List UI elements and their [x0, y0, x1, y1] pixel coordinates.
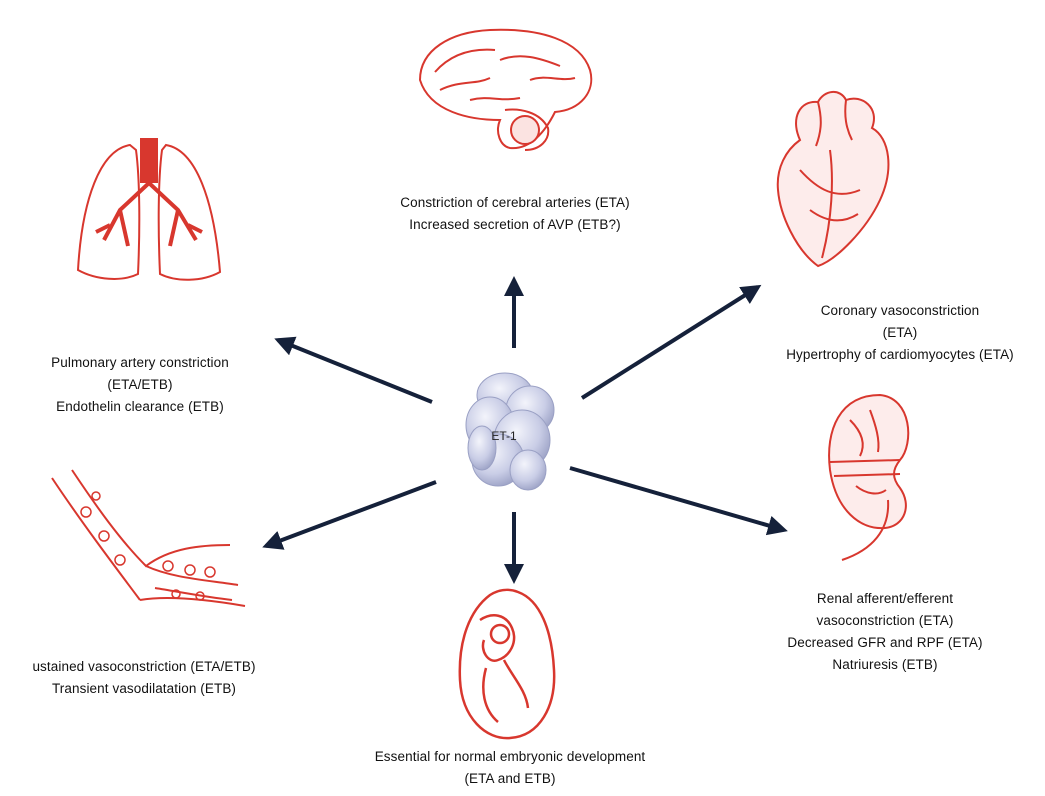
label-heart: Coronary vasoconstriction (ETA) Hypertro… — [770, 300, 1030, 366]
label-lungs: Pulmonary artery constriction (ETA/ETB) … — [10, 352, 270, 418]
label-lungs-line-3: Endothelin clearance (ETB) — [10, 396, 270, 418]
label-kidney-line-1: Renal afferent/efferent — [760, 588, 1010, 610]
arrow-to-heart — [582, 287, 758, 398]
label-lungs-line-1: Pulmonary artery constriction — [10, 352, 270, 374]
label-vessels-line-1: ustained vasoconstriction (ETA/ETB) — [4, 656, 284, 678]
arrow-to-kidney — [570, 468, 784, 530]
label-vessels: ustained vasoconstriction (ETA/ETB) Tran… — [4, 656, 284, 700]
label-heart-line-1: Coronary vasoconstriction — [770, 300, 1030, 322]
label-heart-line-2: (ETA) — [770, 322, 1030, 344]
heart-illustration — [778, 92, 889, 266]
label-embryo-line-1: Essential for normal embryonic developme… — [320, 746, 700, 768]
label-kidney-line-4: Natriuresis (ETB) — [760, 654, 1010, 676]
label-kidney: Renal afferent/efferent vasoconstriction… — [760, 588, 1010, 676]
label-brain-line-2: Increased secretion of AVP (ETB?) — [340, 214, 690, 236]
kidney-illustration — [829, 395, 908, 560]
label-kidney-line-3: Decreased GFR and RPF (ETA) — [760, 632, 1010, 654]
lungs-illustration — [78, 138, 220, 280]
label-vessels-line-2: Transient vasodilatation (ETB) — [4, 678, 284, 700]
et1-label: ET-1 — [491, 429, 517, 443]
label-heart-line-3: Hypertrophy of cardiomyocytes (ETA) — [770, 344, 1030, 366]
label-brain-line-1: Constriction of cerebral arteries (ETA) — [340, 192, 690, 214]
label-embryo-line-2: (ETA and ETB) — [320, 768, 700, 790]
arrow-to-lungs — [278, 340, 432, 402]
label-lungs-line-2: (ETA/ETB) — [10, 374, 270, 396]
vessel-illustration — [52, 470, 245, 606]
brain-illustration — [420, 30, 591, 150]
arrow-to-vessels — [266, 482, 436, 546]
label-kidney-line-2: vasoconstriction (ETA) — [760, 610, 1010, 632]
label-brain: Constriction of cerebral arteries (ETA) … — [340, 192, 690, 236]
label-embryo: Essential for normal embryonic developme… — [320, 746, 700, 790]
embryo-illustration — [460, 590, 554, 738]
